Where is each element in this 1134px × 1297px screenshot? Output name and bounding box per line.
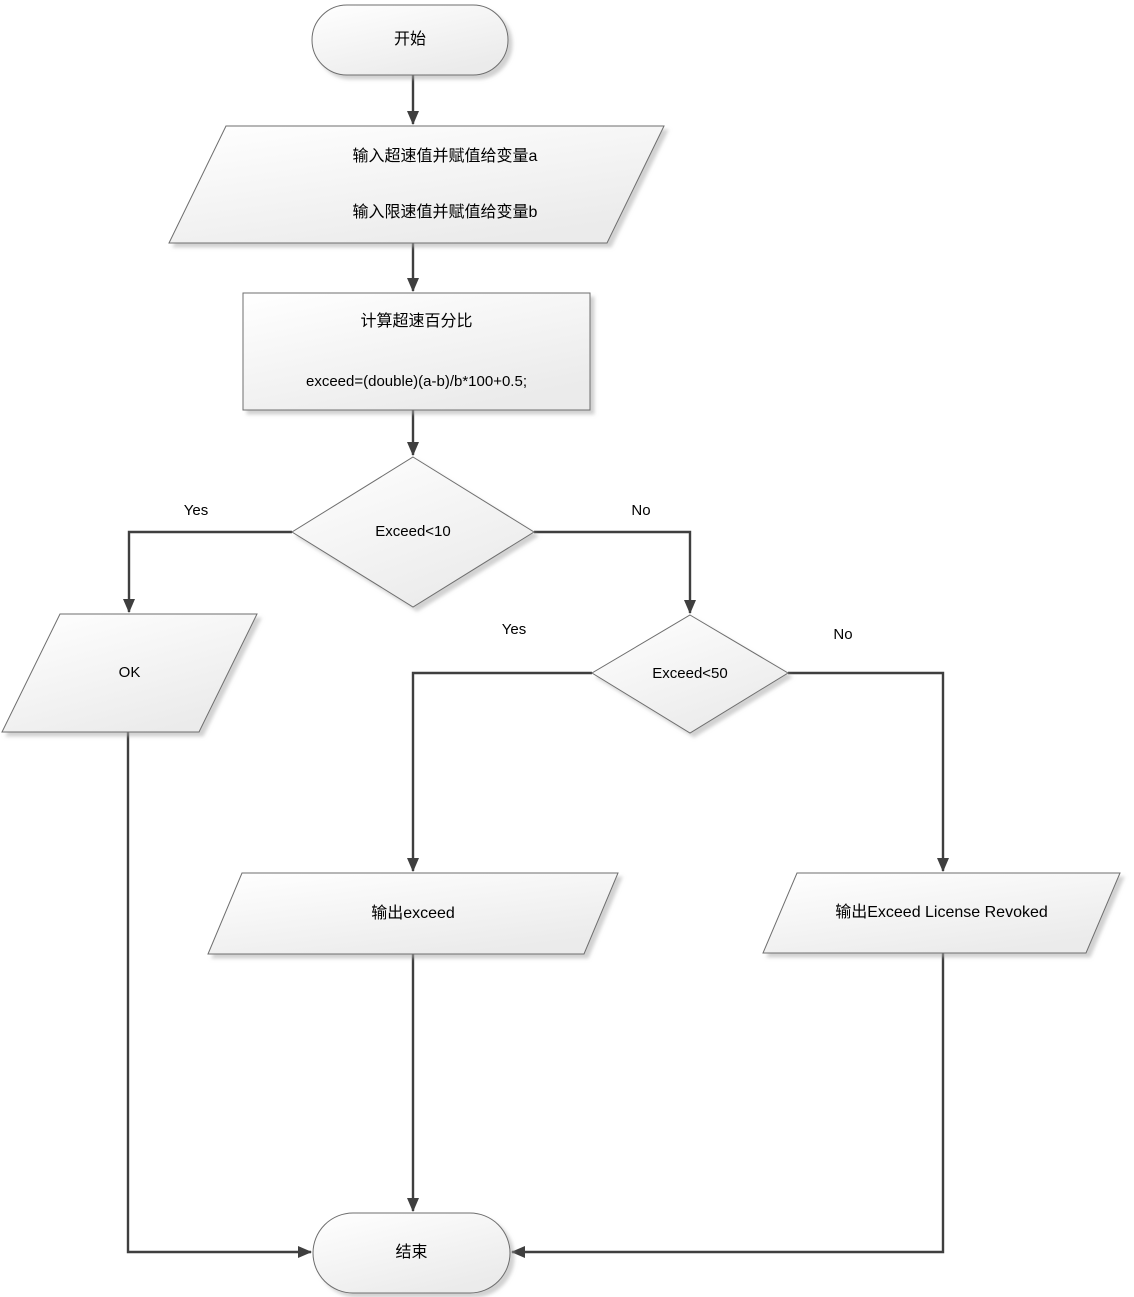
connector-decision1-yes-to-ok bbox=[123, 530, 292, 613]
output-revoked-parallelogram-shape bbox=[762, 872, 1121, 954]
connector-decision1-no-to-decision2 bbox=[534, 530, 696, 614]
connector-ok-to-end bbox=[126, 732, 312, 1258]
shape-layer bbox=[1, 4, 1121, 1294]
start-terminator-shape bbox=[311, 4, 509, 76]
output-ok-parallelogram-shape bbox=[1, 613, 258, 733]
input-parallelogram-shape bbox=[168, 125, 665, 244]
connector-decision2-yes-to-output-exceed bbox=[407, 671, 592, 872]
connector-output-revoked-to-end bbox=[511, 953, 945, 1258]
connector-decision2-no-to-output-revoked bbox=[788, 671, 949, 872]
output-exceed-parallelogram-shape bbox=[207, 872, 619, 955]
decision2-diamond-shape bbox=[591, 614, 789, 734]
process-rectangle-shape bbox=[242, 292, 591, 411]
decision1-diamond-shape bbox=[291, 456, 535, 608]
end-terminator-shape bbox=[312, 1212, 511, 1294]
connector-layer bbox=[123, 75, 949, 1258]
